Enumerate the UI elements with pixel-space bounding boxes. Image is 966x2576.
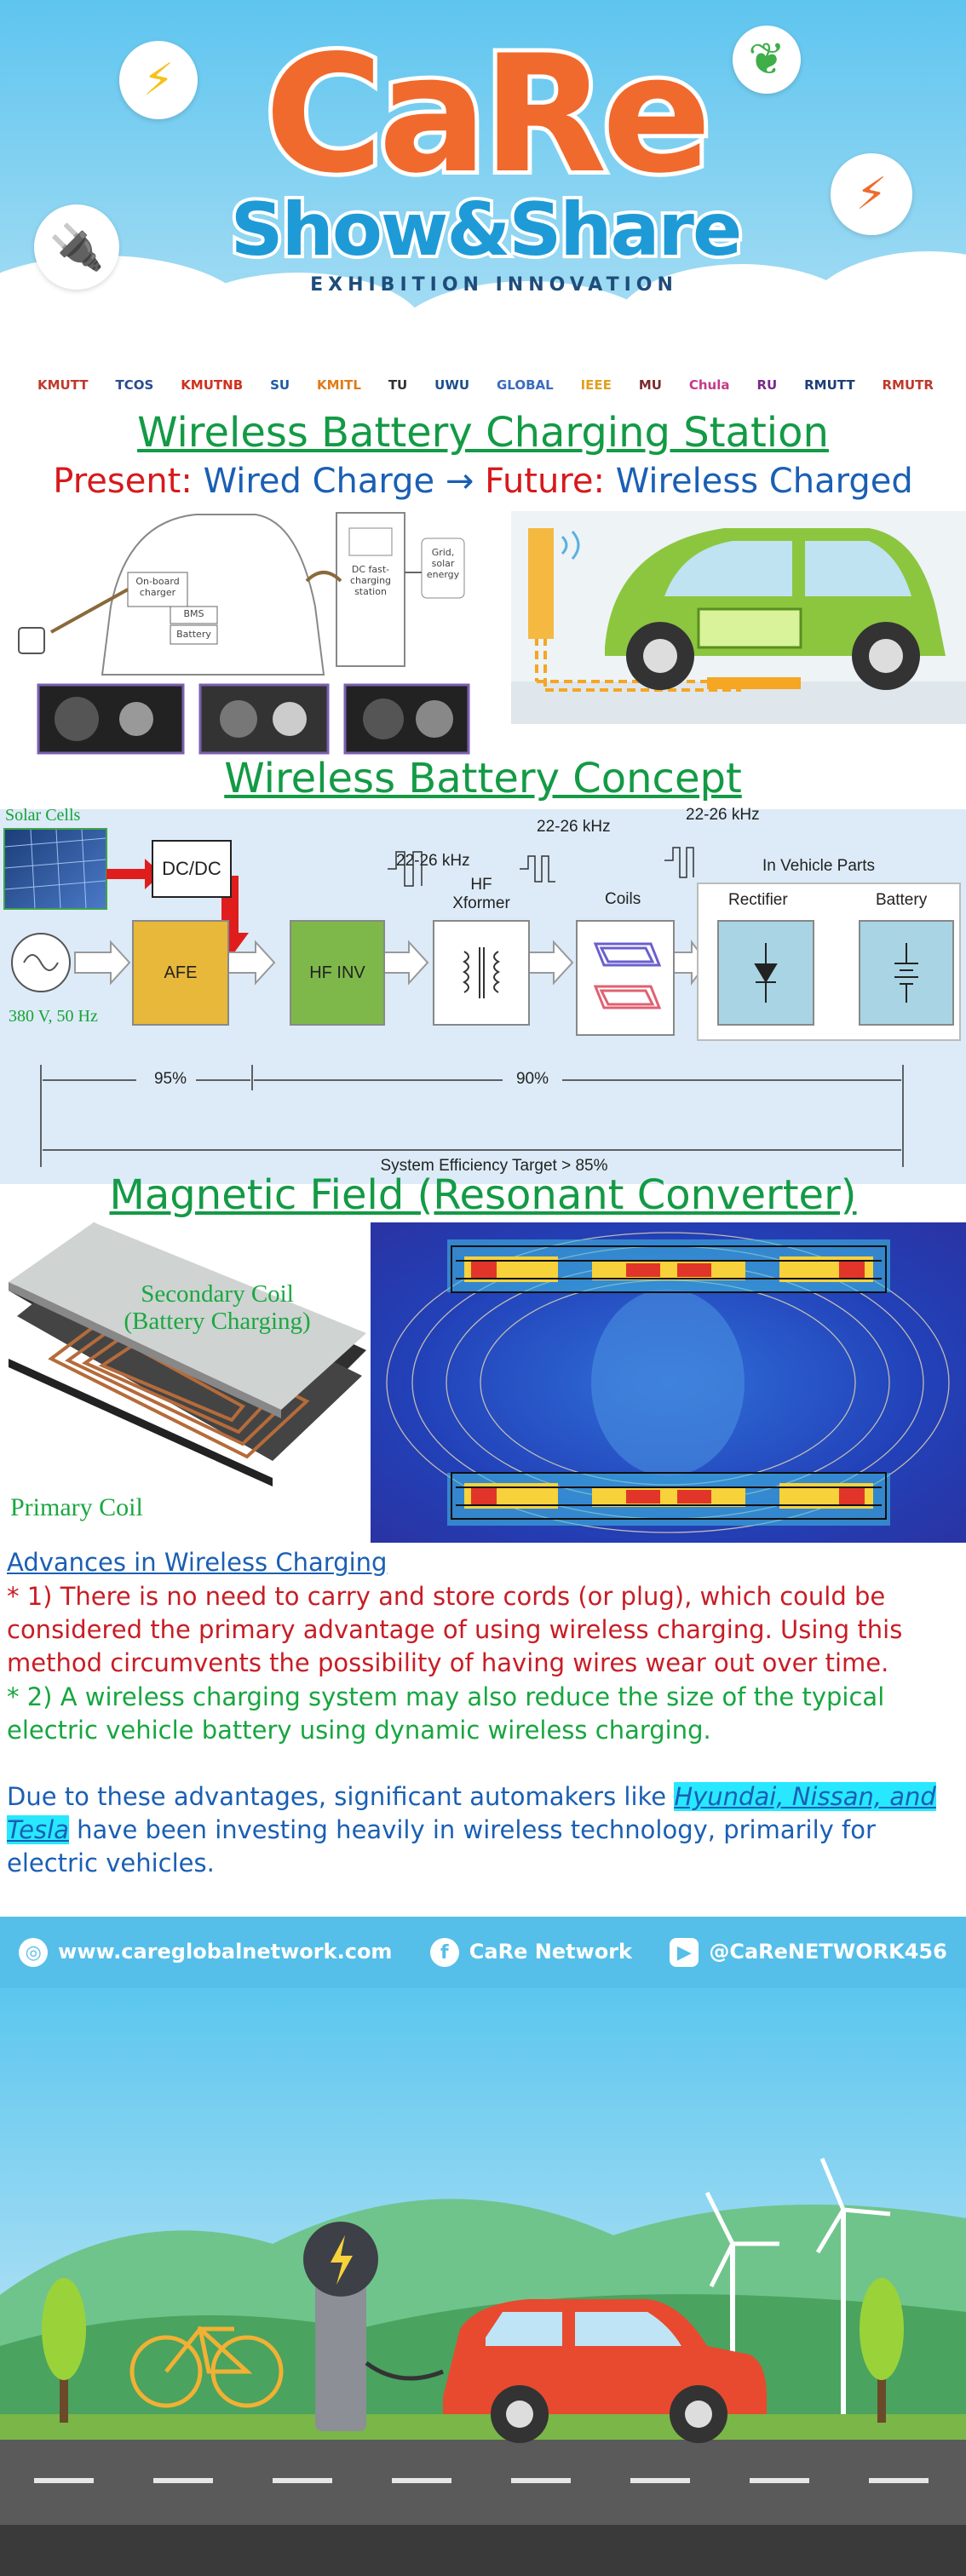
future-label: Future:	[485, 462, 605, 501]
ac-source-icon	[11, 933, 71, 992]
onboard-charger-label: On-board charger	[135, 576, 180, 598]
sponsor-logo: IEEE	[580, 377, 612, 393]
wireless-concept-diagram: Solar Cells DC/DC 22-26 kHz 22-26 kHz 22…	[0, 806, 966, 1184]
grid-label: Grid, solar energy	[426, 547, 460, 580]
hf-inv-block: HF INV	[290, 920, 385, 1026]
sponsor-logo: RMUTT	[804, 377, 855, 393]
sponsor-logo: GLOBAL	[496, 377, 554, 393]
efficiency-target: System Efficiency Target > 85%	[380, 1157, 608, 1175]
arrow-icon: →	[445, 462, 474, 501]
sponsor-logo: UWU	[434, 377, 470, 393]
efficiency-90: 90%	[515, 1070, 549, 1088]
ev-charging-scene	[0, 1988, 966, 2576]
sponsor-logos: KMUTT TCOS KMUTNB SU KMITL TU UWU GLOBAL IEEE MU C…	[34, 366, 937, 404]
sponsor-logo: MU	[638, 377, 662, 393]
waveform-icons	[388, 847, 694, 887]
sponsor-logo: TCOS	[115, 377, 154, 393]
footer-website[interactable]: ◎ www.careglobalnetwork.com	[19, 1938, 392, 1967]
efficiency-95: 95%	[153, 1070, 187, 1088]
dcdc-block: DC/DC	[152, 840, 232, 898]
sponsor-logo: KMUTNB	[181, 377, 244, 393]
section-title-concept: Wireless Battery Concept	[224, 755, 742, 802]
wired-charging-diagram: On-board charger BMS Battery DC fast-cha…	[0, 504, 494, 760]
freq-label-3: 22-26 kHz	[686, 806, 760, 824]
advance-point-1: * 1) There is no need to carry and store…	[7, 1582, 903, 1677]
automakers-text-before: Due to these advantages, significant aut…	[7, 1782, 675, 1811]
automakers-paragraph: Due to these advantages, significant aut…	[7, 1780, 961, 1880]
logo-subtitle: EXHIBITION INNOVATION	[310, 274, 678, 296]
lightning-icon: ⚡	[831, 153, 912, 235]
sponsor-logo: TU	[388, 377, 408, 393]
advance-point-2: * 2) A wireless charging system may also…	[7, 1682, 885, 1745]
present-future-subtitle: Present: Wired Charge → Future: Wireless…	[0, 460, 966, 503]
logo-care: CaRe	[261, 20, 716, 209]
bms-label: BMS	[183, 608, 204, 619]
battery-label: Battery	[176, 629, 211, 640]
sponsor-logo: SU	[270, 377, 290, 393]
coils-label: Coils	[605, 890, 641, 908]
section-title-charging-station: Wireless Battery Charging Station	[137, 409, 829, 457]
present-label: Present:	[53, 462, 193, 501]
globe-icon: ◎	[19, 1938, 49, 1967]
freq-label-1: 22-26 kHz	[396, 852, 470, 870]
footer-facebook[interactable]: f CaRe Network	[429, 1938, 632, 1967]
dc-station-label: DC fast-charging station	[349, 564, 392, 597]
battery-label: Battery	[876, 891, 928, 909]
solar-cells-label: Solar Cells	[5, 806, 81, 825]
plug-icon: 🔌	[34, 204, 119, 290]
coil-pad-illustration: Secondary Coil (Battery Charging) Primar…	[0, 1222, 371, 1543]
battery-block	[859, 920, 954, 1026]
sponsor-logo: RMUTR	[882, 377, 934, 393]
sponsor-logo: KMUTT	[37, 377, 89, 393]
hf-xformer-label: HF Xformer	[452, 876, 510, 912]
in-vehicle-label: In Vehicle Parts	[762, 857, 876, 875]
wired-car-outline	[18, 512, 470, 755]
youtube-icon: ▶	[670, 1938, 699, 1967]
automakers-text-after: have been investing heavily in wireless …	[7, 1815, 876, 1877]
solar-panel-image	[3, 828, 107, 910]
rectifier-label: Rectifier	[728, 891, 788, 909]
youtube-link[interactable]: @CaReNETWORK456	[709, 1940, 947, 1964]
advances-heading: Advances in Wireless Charging	[7, 1548, 388, 1577]
efficiency-dimension-lines	[40, 1065, 904, 1167]
facebook-link[interactable]: CaRe Network	[469, 1940, 632, 1964]
coils-block	[576, 920, 675, 1036]
facebook-icon: f	[429, 1938, 459, 1967]
rectifier-block	[717, 920, 814, 1026]
hf-xformer-block	[433, 920, 530, 1026]
section-title-magnetic-field: Magnetic Field (Resonant Converter)	[109, 1171, 857, 1219]
future-value: Wireless Charged	[615, 462, 913, 501]
sponsor-logo: RU	[756, 377, 778, 393]
leaf-icon: ❦	[733, 26, 801, 94]
website-link[interactable]: www.careglobalnetwork.com	[58, 1940, 393, 1964]
source-label: 380 V, 50 Hz	[9, 1007, 98, 1026]
sponsor-logo: Chula	[688, 377, 730, 393]
secondary-coil-label: Secondary Coil (Battery Charging)	[124, 1280, 311, 1335]
lightning-icon: ⚡	[119, 41, 198, 119]
footer-youtube[interactable]: ▶ @CaReNETWORK456	[670, 1938, 947, 1967]
freq-label-2: 22-26 kHz	[537, 818, 611, 836]
footer-bar: ◎ www.careglobalnetwork.com f CaRe Network…	[0, 1917, 966, 1988]
magnetic-field-simulation	[371, 1222, 966, 1543]
sponsor-logo: KMITL	[316, 377, 361, 393]
wireless-car-illustration	[511, 511, 966, 724]
primary-coil-label: Primary Coil	[10, 1493, 143, 1521]
header-banner: ⚡ ❦ 🔌 ⚡ CaRe Show&Share EXHIBITION INNOV…	[0, 0, 966, 341]
afe-block: AFE	[132, 920, 229, 1026]
present-value: Wired Charge	[203, 462, 435, 501]
logo-show-share: Show&Share	[227, 187, 746, 273]
